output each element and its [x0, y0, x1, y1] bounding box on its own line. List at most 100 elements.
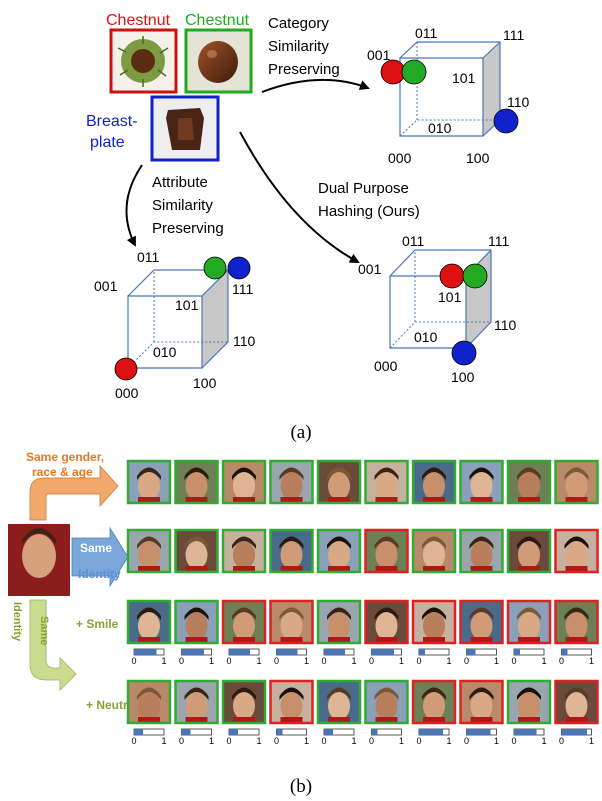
face-thumbnail — [364, 459, 409, 505]
svg-text:111: 111 — [503, 27, 524, 43]
scale-max: 1 — [446, 736, 451, 746]
scale-min: 0 — [179, 736, 184, 746]
scale-min: 0 — [559, 736, 564, 746]
scale-min: 0 — [179, 656, 184, 666]
face-thumbnail — [174, 679, 219, 725]
scale-max: 1 — [304, 656, 309, 666]
scale-min: 0 — [131, 736, 136, 746]
attribute-label: Attribute Similarity Preserving — [152, 174, 224, 237]
svg-text:110: 110 — [494, 317, 517, 333]
scale-min: 0 — [416, 736, 421, 746]
svg-text:101: 101 — [452, 70, 476, 86]
scale-min: 0 — [511, 736, 516, 746]
scale-max: 1 — [589, 656, 594, 666]
caption-b: (b) — [290, 776, 312, 797]
svg-text:001: 001 — [94, 278, 118, 294]
scale-min: 0 — [321, 656, 326, 666]
svg-text:110: 110 — [233, 333, 256, 349]
svg-text:000: 000 — [374, 358, 398, 374]
chestnut-label-1: Chestnut — [106, 12, 171, 29]
scale-max: 1 — [399, 656, 404, 666]
svg-text:100: 100 — [193, 375, 217, 391]
face-thumbnail — [316, 679, 362, 725]
face-thumbnail — [269, 599, 314, 645]
scale-max: 1 — [161, 656, 166, 666]
hash-cube-attribute: 011 001 101 111 110 010 000 100 — [94, 249, 256, 401]
dual-arrow — [239, 131, 360, 263]
scale-max: 1 — [209, 736, 214, 746]
face-thumbnail — [506, 599, 552, 645]
face-thumbnail — [269, 528, 314, 574]
svg-text:011: 011 — [415, 25, 438, 41]
svg-text:111: 111 — [488, 233, 509, 249]
face-thumbnail — [459, 528, 504, 574]
green-dot — [401, 59, 427, 85]
side-identity-label-1: Same — [38, 616, 50, 645]
svg-text:100: 100 — [451, 369, 475, 385]
scale-max: 1 — [351, 736, 356, 746]
blue-dot — [493, 108, 519, 134]
face-thumbnail — [554, 459, 599, 505]
red-dot — [114, 357, 138, 381]
blue-arrow — [71, 526, 129, 588]
svg-text:010: 010 — [428, 120, 452, 136]
scale-max: 1 — [494, 736, 499, 746]
scale-min: 0 — [226, 656, 231, 666]
scale-max: 1 — [256, 736, 261, 746]
face-thumbnail — [174, 528, 219, 574]
chestnut-nut-icon — [198, 41, 238, 83]
face-thumbnail — [506, 679, 552, 725]
breastplate-label-1: Breast- — [86, 113, 138, 130]
face-thumbnail — [554, 528, 599, 574]
dual-label: Dual Purpose Hashing (Ours) — [318, 180, 420, 220]
face-thumbnail — [126, 679, 172, 725]
scale-min: 0 — [511, 656, 516, 666]
smile-label: + Smile — [76, 617, 119, 631]
svg-text:110: 110 — [507, 94, 530, 110]
scale-max: 1 — [589, 736, 594, 746]
face-thumbnail — [459, 459, 504, 505]
scale-min: 0 — [369, 736, 374, 746]
face-thumbnail — [126, 528, 172, 574]
svg-text:011: 011 — [402, 233, 425, 249]
hash-cube-category: 001 011 111 101 110 010 000 100 — [367, 25, 530, 166]
side-identity-label-2: Identity — [11, 602, 23, 642]
face-thumbnail — [316, 599, 362, 645]
scale-max: 1 — [351, 656, 356, 666]
face-thumbnail — [411, 528, 457, 574]
face-thumbnail — [174, 599, 219, 645]
face-thumbnail — [506, 528, 552, 574]
scale-max: 1 — [446, 656, 451, 666]
face-thumbnail — [364, 679, 409, 725]
blue-dot — [451, 340, 477, 366]
category-label: Category Similarity Preserving — [268, 15, 340, 78]
face-thumbnail — [554, 599, 599, 645]
face-thumbnail — [269, 459, 314, 505]
face-thumbnail — [269, 679, 314, 725]
svg-text:001: 001 — [367, 47, 391, 63]
scale-min: 0 — [321, 736, 326, 746]
face-thumbnail — [316, 528, 362, 574]
scale-min: 0 — [226, 736, 231, 746]
scale-max: 1 — [256, 656, 261, 666]
face-thumbnail — [221, 679, 267, 725]
scale-max: 1 — [209, 656, 214, 666]
